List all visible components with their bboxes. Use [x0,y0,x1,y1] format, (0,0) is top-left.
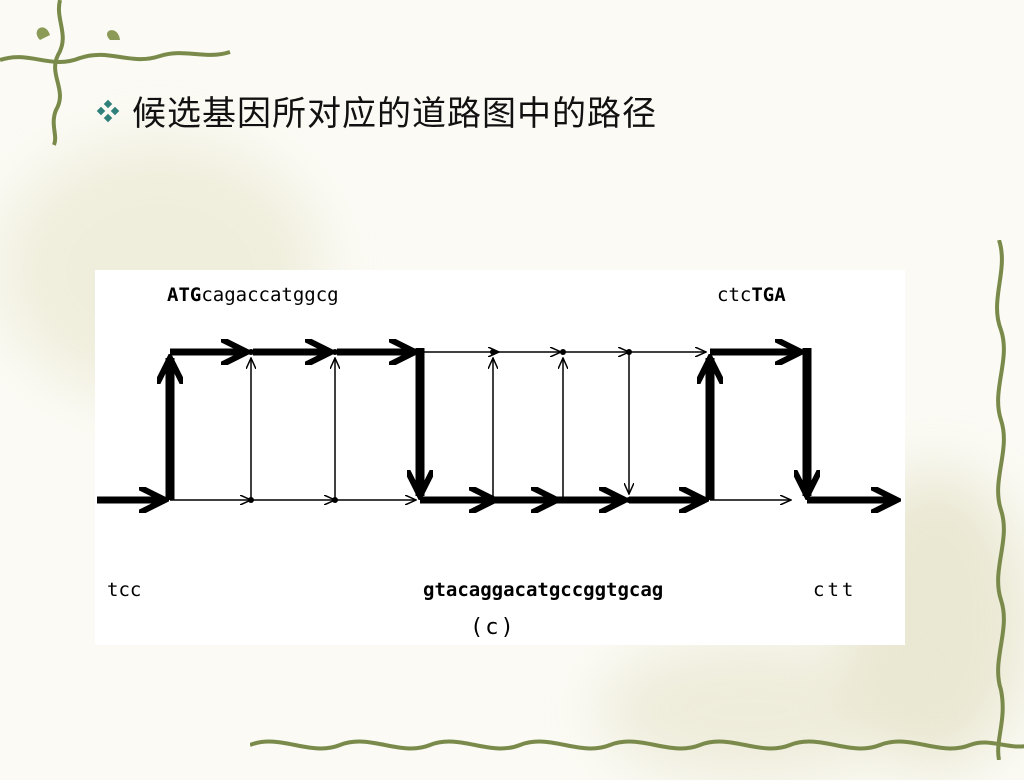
junction-dots [248,349,632,503]
junction-dot [332,497,338,503]
bullet-item: 候选基因所对应的道路图中的路径 [96,86,657,135]
junction-dot [248,349,254,355]
label-left-sequence: tcc [107,579,142,601]
figure-caption: (c) [470,615,516,640]
vine-ornament-top-left [0,0,231,146]
label-start-codon-sequence: ATGcagaccatggcg [167,284,339,306]
junction-dot [560,497,566,503]
junction-dot [626,349,632,355]
label-right-sequence: ctt [813,579,857,601]
background-leaf-blur [600,640,900,780]
diamond-bullet-icon [96,99,120,122]
start-codon: ATG [167,284,202,306]
label-middle-sequence: gtacaggacatgccggtgcag [423,579,664,601]
stop-sequence: ctc [717,284,752,306]
vine-ornament-right [995,240,1006,760]
junction-dot [332,349,338,355]
junction-dot [490,497,496,503]
label-stop-codon-sequence: ctcTGA [717,284,786,306]
junction-dot [626,497,632,503]
path-diagram-figure: ATGcagaccatggcg ctcTGA tcc gtacaggacatgc… [95,270,905,645]
stop-codon: TGA [751,284,786,306]
junction-dot [560,349,566,355]
vine-ornament-bottom [250,739,1024,751]
junction-dot [248,497,254,503]
junction-dot [490,349,496,355]
path-arrows-diagram [97,270,905,645]
bullet-text: 候选基因所对应的道路图中的路径 [132,94,657,134]
start-sequence: cagaccatggcg [201,284,339,306]
